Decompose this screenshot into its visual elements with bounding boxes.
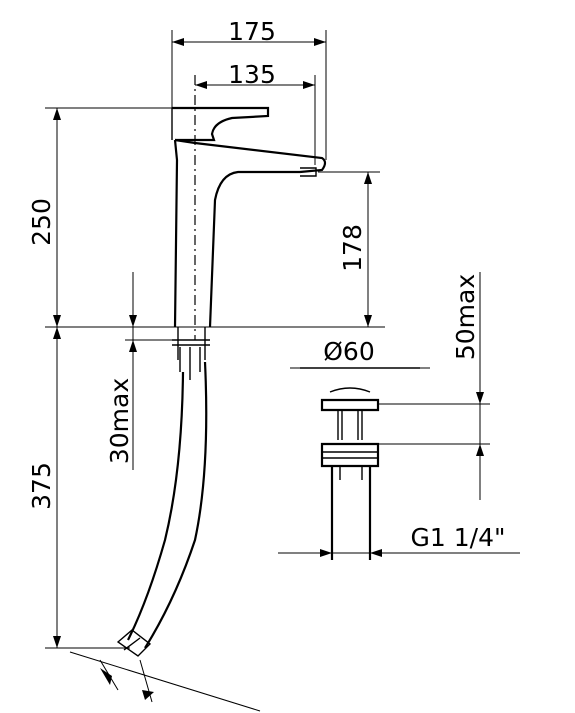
- dim-line-178: [318, 171, 380, 327]
- dim-width-175: 175: [228, 17, 276, 46]
- dim-waste-50max: 50max: [451, 274, 480, 360]
- dim-height-250: 250: [27, 198, 56, 246]
- dim-angled-bottom: [69, 651, 261, 712]
- dim-hose-375: 375: [27, 462, 56, 510]
- dim-line-135: [194, 75, 316, 340]
- dim-deck-30max: 30max: [105, 378, 134, 464]
- dim-diameter-60: Ø60: [323, 337, 375, 366]
- faucet-body: [171, 106, 327, 328]
- dim-line-375: [45, 327, 130, 649]
- dim-line-50max: [378, 272, 490, 500]
- dim-width-135: 135: [228, 60, 276, 89]
- dim-thread-g114: G1 1/4": [411, 523, 506, 552]
- dim-height-178: 178: [338, 224, 367, 272]
- dim-line-thread: [278, 549, 520, 557]
- dim-line-30max: [125, 272, 175, 470]
- supply-hose: [116, 327, 210, 657]
- waste-drain: [290, 367, 430, 560]
